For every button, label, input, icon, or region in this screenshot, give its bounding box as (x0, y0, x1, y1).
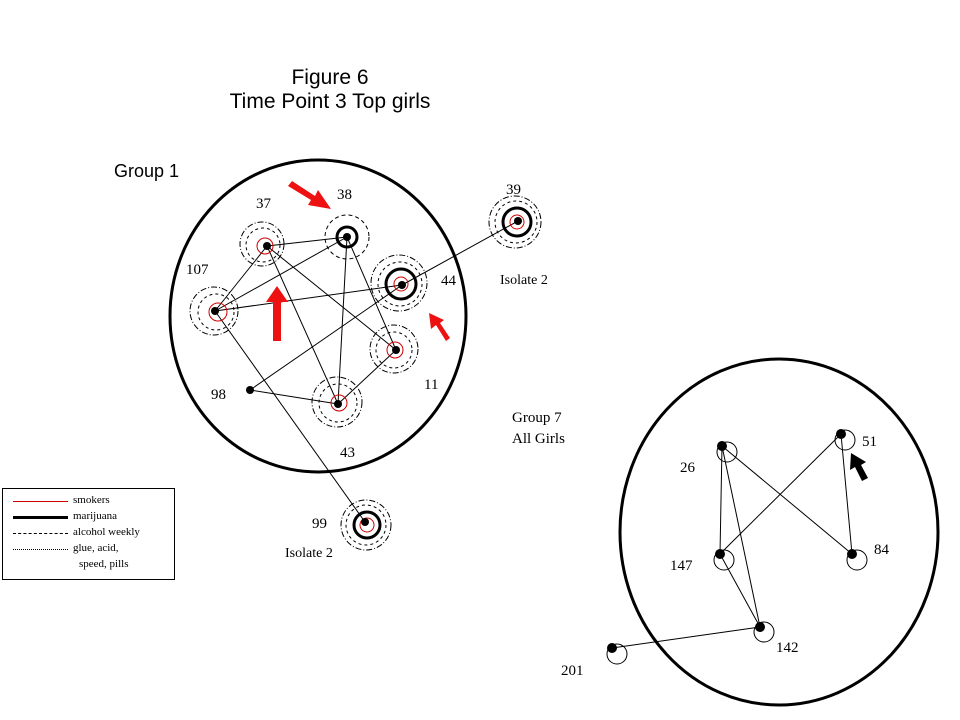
group7-circle (618, 357, 940, 707)
tie (721, 445, 761, 628)
tie (249, 389, 339, 405)
tie (719, 553, 761, 628)
node-11 (369, 324, 419, 374)
group1-label: Group 1 (114, 161, 179, 181)
node-label-107: 107 (186, 262, 209, 278)
node-26 (716, 441, 738, 463)
node-label-51: 51 (862, 434, 877, 450)
node-label-37: 37 (256, 196, 272, 212)
legend-swatch (13, 501, 68, 502)
tie (214, 245, 268, 312)
tie (719, 433, 842, 555)
legend-item-drugs-cont: speed, pills (3, 558, 174, 572)
figure-title: Figure 6 Time Point 3 Top girls (200, 66, 460, 114)
node-147 (713, 549, 735, 571)
group7-ties (611, 433, 853, 649)
legend-label: glue, acid, (73, 542, 119, 554)
legend-item-drugs: glue, acid, (3, 542, 174, 556)
node-84 (846, 549, 868, 571)
node-98 (246, 386, 254, 394)
node-201 (606, 643, 628, 665)
legend-swatch (13, 516, 68, 519)
tie (266, 245, 397, 351)
node-label-84: 84 (874, 542, 890, 558)
figure-title-line1: Figure 6 (291, 66, 369, 89)
group1-circle (168, 158, 468, 474)
legend-label: speed, pills (79, 558, 129, 570)
tie (346, 236, 397, 351)
tie (214, 236, 348, 312)
node-label-26: 26 (680, 460, 696, 476)
node-44 (370, 254, 428, 312)
legend-item-alcohol: alcohol weekly (3, 526, 174, 540)
node-51 (834, 429, 856, 451)
legend-item-marijuana: marijuana (3, 510, 174, 524)
node-label-142: 142 (776, 640, 799, 656)
tie (611, 626, 761, 649)
node-43 (311, 376, 363, 428)
node-label-99: 99 (312, 516, 327, 532)
group7-label-line1: Group 7 (512, 410, 562, 426)
node-99 (340, 499, 392, 551)
node-label-44: 44 (441, 273, 457, 289)
tie (266, 236, 348, 247)
tie (840, 433, 853, 555)
isolate-label-99: Isolate 2 (285, 546, 333, 561)
tie (721, 445, 853, 555)
group1-ties (214, 220, 519, 523)
node-39 (488, 195, 542, 249)
tie (214, 310, 366, 523)
legend-label: smokers (73, 494, 110, 506)
legend-item-smokers: smokers (3, 494, 174, 508)
node-38 (324, 214, 370, 260)
legend-swatch (13, 549, 68, 550)
arrow-icon (850, 453, 868, 481)
tie (266, 245, 339, 405)
node-37 (239, 221, 285, 267)
node-label-38: 38 (337, 187, 352, 203)
isolate-label-39: Isolate 2 (500, 273, 548, 288)
group7-label-line2: All Girls (512, 431, 565, 447)
tie (401, 220, 519, 286)
tie (214, 284, 403, 312)
tie (249, 284, 403, 391)
legend-swatch (13, 533, 68, 534)
legend-label: marijuana (73, 510, 117, 522)
node-142 (753, 621, 775, 643)
figure-title-line2: Time Point 3 Top girls (229, 90, 431, 113)
node-label-11: 11 (424, 377, 438, 393)
tie (337, 236, 348, 405)
node-label-147: 147 (670, 558, 693, 574)
node-107 (189, 286, 239, 336)
node-label-98: 98 (211, 387, 226, 403)
node-label-201: 201 (561, 663, 584, 679)
legend-label: alcohol weekly (73, 526, 140, 538)
arrow-icon (288, 181, 331, 209)
node-label-43: 43 (340, 445, 355, 461)
arrow-icon (266, 286, 288, 341)
tie (719, 445, 723, 555)
legend: smokers marijuana alcohol weekly glue, a… (2, 488, 175, 580)
arrow-icon (429, 313, 450, 341)
node-label-39: 39 (506, 182, 521, 198)
tie (337, 349, 397, 405)
